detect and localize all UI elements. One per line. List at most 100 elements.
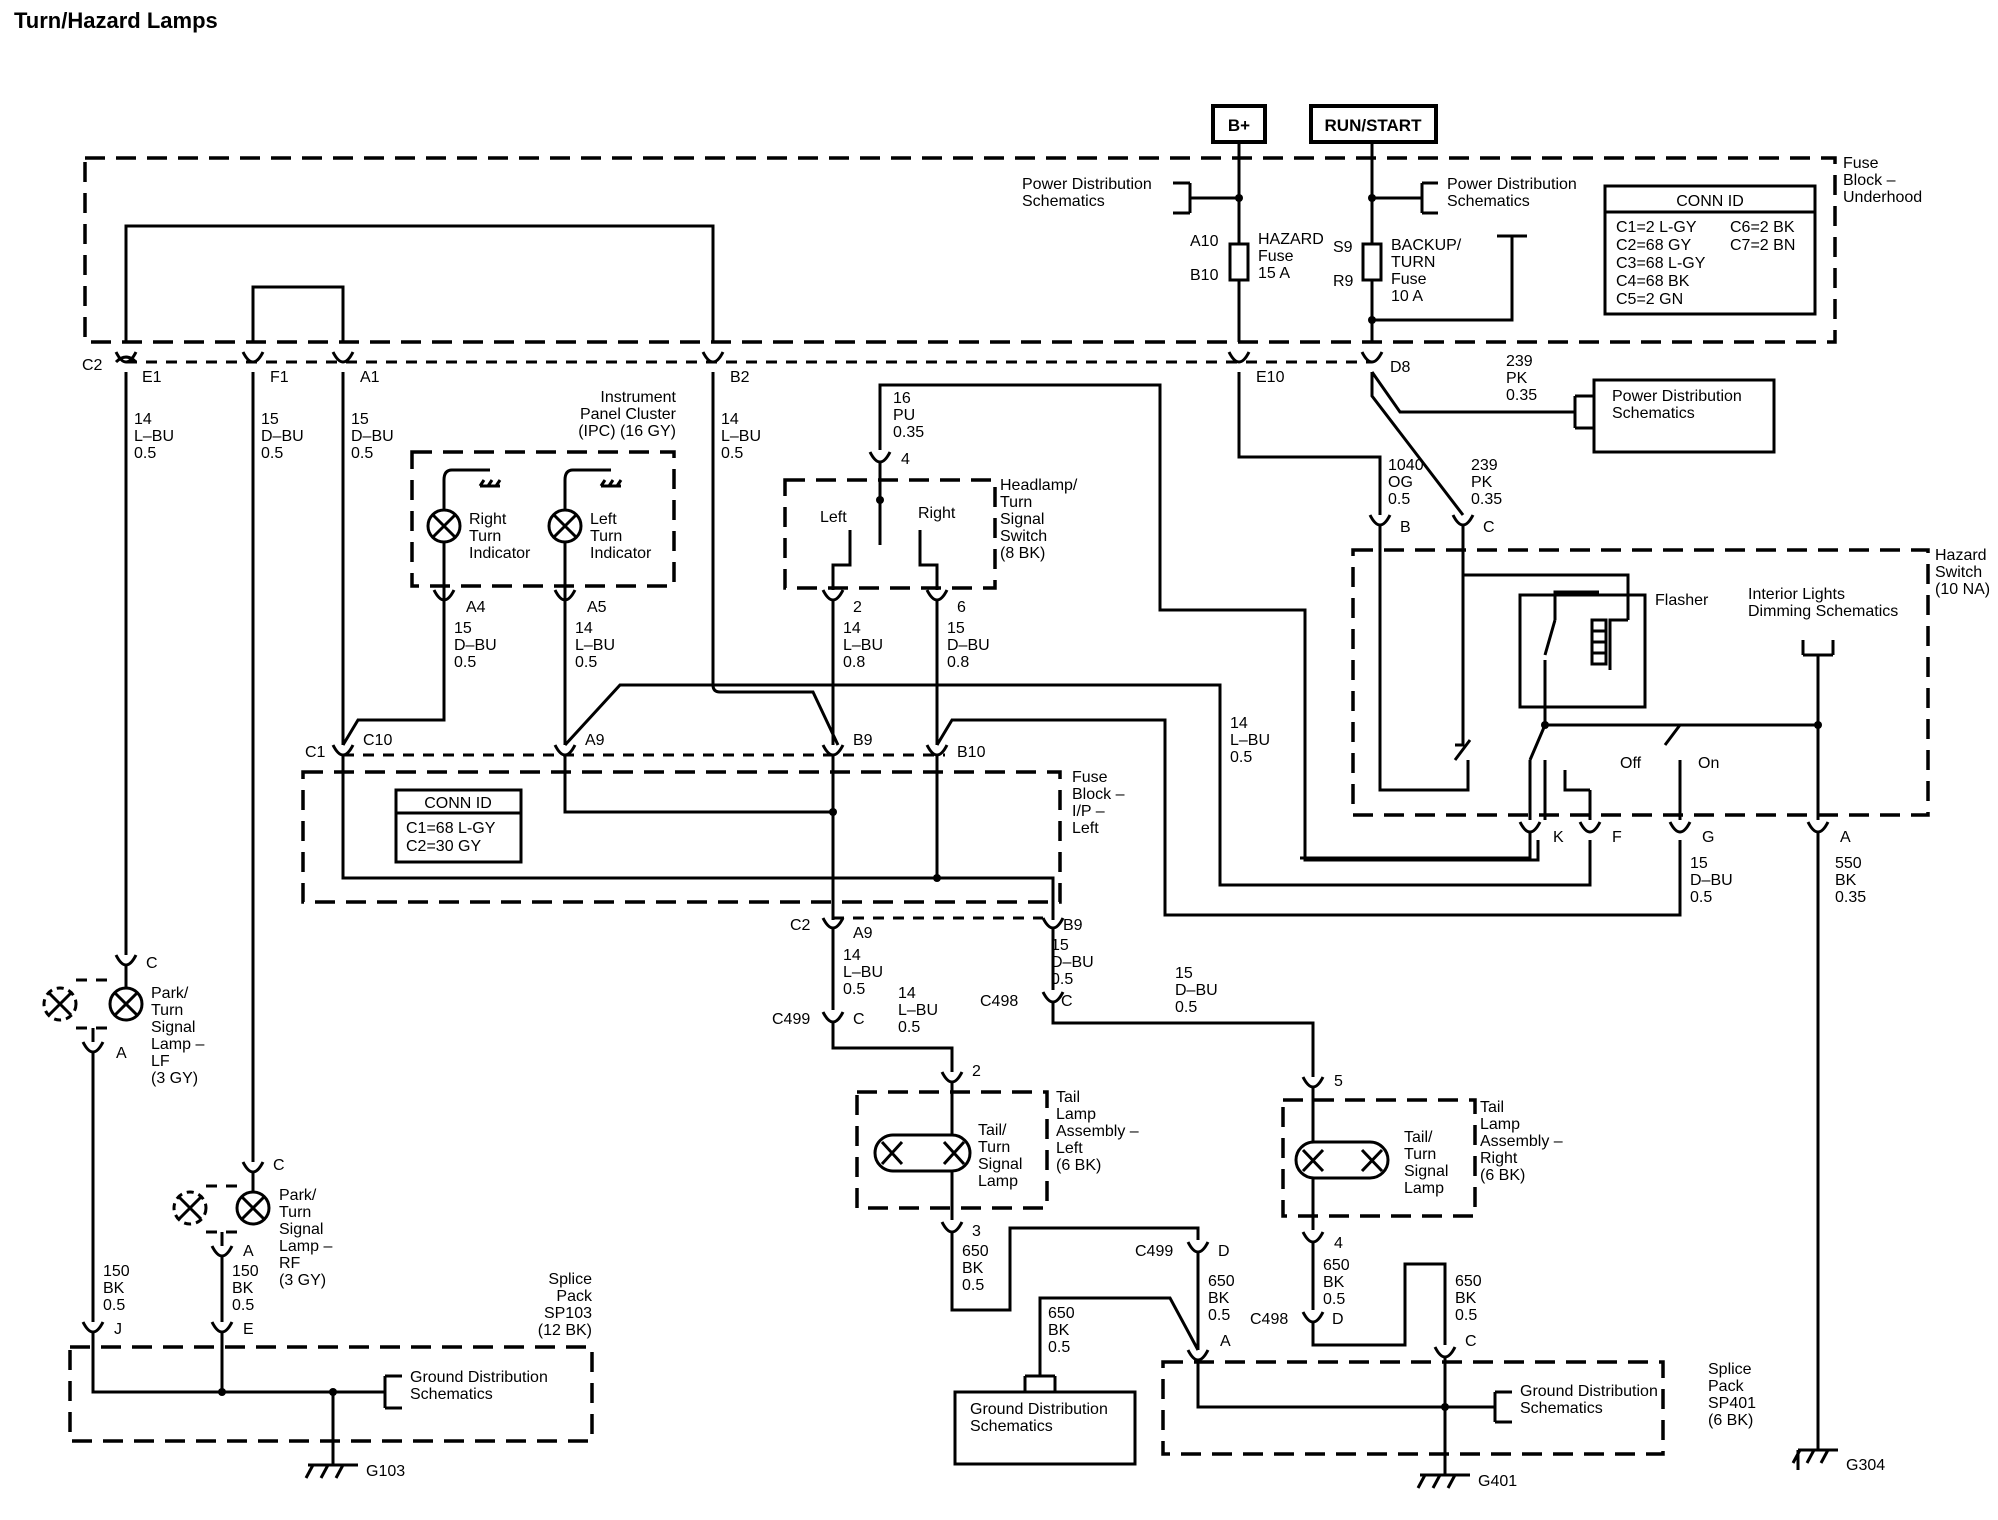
conn-lfc-label: C: [146, 955, 158, 972]
conn-a1-label: A1: [360, 369, 380, 386]
wire-label-p6: 15 D–BU 0.8: [947, 620, 990, 671]
svg-text:14: 14: [1230, 715, 1248, 732]
on-label: On: [1698, 755, 1719, 772]
g401-label: G401: [1478, 1473, 1517, 1490]
runstart-box: [1309, 104, 1438, 144]
conn-id-row: C4=68 BK: [1616, 273, 1690, 290]
headlamp-switch-label-2: Turn: [1000, 494, 1032, 511]
park-rf-3: Signal: [279, 1221, 323, 1238]
svg-text:550: 550: [1835, 855, 1862, 872]
connector-tail-left-3: [940, 1221, 964, 1234]
wire-label-b9: 15 D–BU 0.5: [1051, 937, 1094, 988]
underhood-jumper-f1-a1: [251, 285, 345, 342]
wire-label-c2: 14 L–BU 0.5: [134, 411, 174, 462]
sp103-label-1: Splice: [548, 1271, 592, 1288]
wire-c499-to-tail-left: [831, 1022, 954, 1072]
svg-text:15: 15: [454, 620, 472, 637]
runstart-label: RUN/START: [1325, 116, 1423, 135]
wire-a9-to-hazard-f: [563, 683, 1592, 887]
sp401-busing: [1196, 1357, 1495, 1475]
svg-text:650: 650: [1455, 1273, 1482, 1290]
connector-hazard-f: [1578, 821, 1602, 834]
connector-lf-a: [81, 1041, 105, 1054]
svg-text:0.5: 0.5: [721, 445, 743, 462]
gds-bracket-sp103: [383, 1374, 402, 1410]
svg-text:BK: BK: [1455, 1290, 1477, 1307]
svg-text:0.5: 0.5: [103, 1297, 125, 1314]
svg-text:0.35: 0.35: [1471, 491, 1502, 508]
conn-c498c-label: C: [1061, 993, 1073, 1010]
connector-f1: [241, 351, 265, 364]
svg-text:0.5: 0.5: [454, 654, 476, 671]
bulb-cross-icon: [113, 991, 139, 1017]
backup-fuse-output-wire: [1372, 234, 1527, 322]
svg-text:0.8: 0.8: [843, 654, 865, 671]
gds-bracket-sp401: [1493, 1390, 1512, 1424]
conn-rfa-label: A: [243, 1243, 254, 1260]
ground-g401-icon: [1416, 1473, 1470, 1489]
park-lf-2: Turn: [151, 1002, 183, 1019]
connector-b2: [701, 351, 725, 364]
headlamp-switch-label-4: Switch: [1000, 528, 1047, 545]
wire-c498d-to-splice-c: [1311, 1262, 1447, 1347]
svg-text:0.5: 0.5: [1175, 999, 1197, 1016]
svg-text:L–BU: L–BU: [843, 964, 883, 981]
hazard-g-switch-icon: [1663, 724, 1682, 820]
svg-text:15: 15: [351, 411, 369, 428]
off-label: Off: [1620, 755, 1642, 772]
connector-tail-right-5: [1301, 1076, 1325, 1089]
svg-text:0.5: 0.5: [1690, 889, 1712, 906]
tail-left-lamp-4: Lamp: [978, 1173, 1018, 1190]
svg-text:D–BU: D–BU: [261, 428, 304, 445]
conn-d8-label: D8: [1390, 359, 1411, 376]
bulb-cross-icon: [177, 1195, 203, 1221]
svg-text:150: 150: [103, 1263, 130, 1280]
bplus-label: B+: [1228, 116, 1250, 135]
conn-tr4-label: 4: [1334, 1235, 1343, 1252]
connector-sp103-e: [210, 1321, 234, 1334]
park-rf-6: (3 GY): [279, 1272, 326, 1289]
wire-label-a5: 14 L–BU 0.5: [575, 620, 615, 671]
conn-id-row: C1=2 L-GY: [1616, 219, 1697, 236]
connector-rf-c: [241, 1161, 265, 1174]
connector-c499-c: [821, 1011, 845, 1024]
pds-link-2: [1372, 181, 1438, 215]
ground-symbol-icon: [599, 479, 623, 488]
switch-right-contact: [918, 530, 939, 590]
svg-text:BK: BK: [232, 1280, 254, 1297]
wire-label-c498: 15 D–BU 0.5: [1175, 965, 1218, 1016]
conn-c499b-label: C499: [1135, 1243, 1173, 1260]
conn-lfa-label: A: [116, 1045, 127, 1062]
coil-lines-icon: [1592, 629, 1606, 655]
headlamp-switch-label-3: Signal: [1000, 511, 1044, 528]
hazard-c-internal: [1455, 575, 1465, 747]
conn-id-row: C5=2 GN: [1616, 291, 1683, 308]
connector-d8: [1360, 351, 1384, 364]
svg-text:14: 14: [575, 620, 593, 637]
svg-text:14: 14: [134, 411, 152, 428]
rf-lamp-alt-bulb-icon: [172, 1190, 208, 1226]
hazard-fuse-label-2: Fuse: [1258, 248, 1294, 265]
right-indicator-wire: [442, 468, 490, 600]
wire-label-gnd: 650 BK 0.5: [1048, 1305, 1075, 1356]
svg-text:650: 650: [1048, 1305, 1075, 1322]
svg-text:0.5: 0.5: [232, 1297, 254, 1314]
ipc-outline: [410, 450, 676, 588]
wire-label-pu: 16 PU 0.35: [893, 390, 924, 441]
svg-text:BK: BK: [1208, 1290, 1230, 1307]
svg-text:D–BU: D–BU: [1051, 954, 1094, 971]
svg-text:PU: PU: [893, 407, 915, 424]
svg-text:0.5: 0.5: [1323, 1291, 1345, 1308]
conn-a5-label: A5: [587, 599, 607, 616]
conn-tl3-label: 3: [972, 1223, 981, 1240]
conn-id-ip-box: [394, 788, 523, 864]
connector-e10: [1227, 351, 1251, 364]
conn-e-label: E: [243, 1321, 254, 1338]
conn-a-label: A: [1840, 829, 1851, 846]
park-rf-1: Park/: [279, 1187, 317, 1204]
wire-label-tr4: 650 BK 0.5: [1323, 1257, 1350, 1308]
svg-text:D–BU: D–BU: [947, 637, 990, 654]
svg-text:L–BU: L–BU: [843, 637, 883, 654]
park-rf-4: Lamp –: [279, 1238, 332, 1255]
